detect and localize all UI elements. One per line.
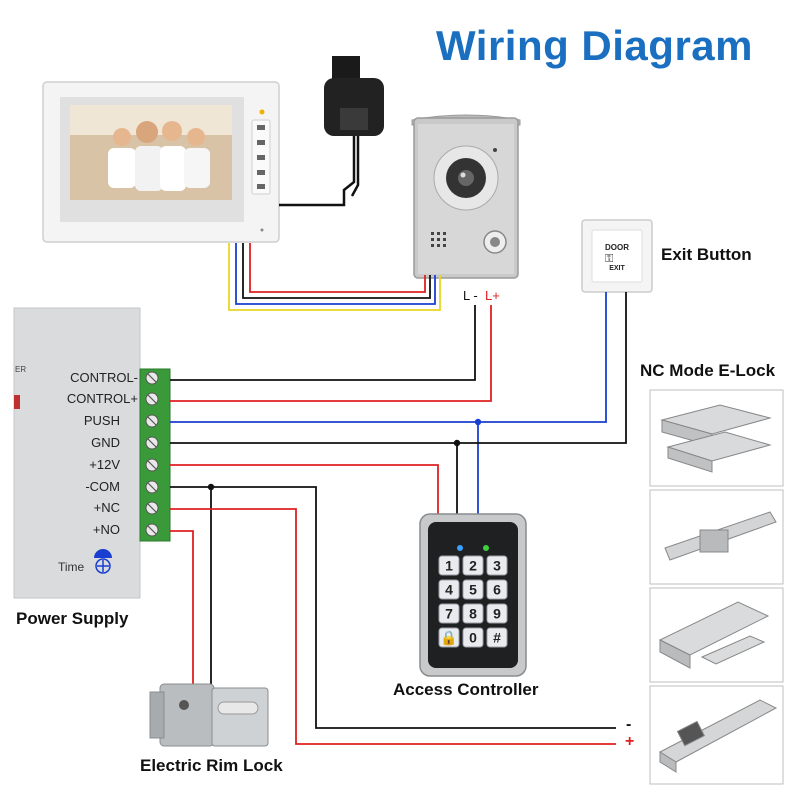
terminal-label: -COM bbox=[85, 479, 120, 494]
keypad-key bbox=[486, 603, 508, 624]
keypad-key bbox=[438, 555, 460, 576]
keypad-key bbox=[438, 603, 460, 624]
nc-elock-panels bbox=[649, 389, 784, 785]
terminal-label: CONTROL+ bbox=[66, 391, 138, 406]
keypad-key bbox=[462, 603, 484, 624]
keypad-key-label: 3 bbox=[493, 558, 501, 574]
camera-terminal-l-minus: L - bbox=[463, 288, 478, 303]
nc-mode-elock-label: NC Mode E-Lock bbox=[640, 361, 776, 380]
keypad-key-label: 2 bbox=[469, 558, 477, 574]
monitor-camera-cable bbox=[228, 243, 441, 311]
electric-rim-lock-label: Electric Rim Lock bbox=[140, 756, 283, 775]
power-supply-wires bbox=[170, 292, 627, 745]
terminal-label: GND bbox=[91, 435, 120, 450]
wire-junctions bbox=[207, 418, 482, 491]
keypad-key bbox=[438, 627, 460, 648]
keypad-key bbox=[462, 627, 484, 648]
access-controller-label: Access Controller bbox=[393, 680, 539, 699]
terminal-label: +NO bbox=[92, 522, 120, 537]
keypad-key-label: 8 bbox=[469, 606, 477, 622]
keypad-key bbox=[462, 555, 484, 576]
electric-rim-lock-device bbox=[149, 683, 269, 747]
terminal-label: +12V bbox=[89, 457, 120, 472]
key-icon: ⚿ bbox=[605, 253, 614, 265]
keypad-key bbox=[462, 579, 484, 600]
exit-button-door-text: DOOR bbox=[605, 243, 629, 252]
power-adapter bbox=[279, 56, 384, 207]
terminal-label: +NC bbox=[93, 500, 120, 515]
exit-button-device bbox=[581, 219, 653, 293]
keypad-key-label: 0 bbox=[469, 630, 477, 646]
power-supply-time-label: Time bbox=[58, 560, 85, 574]
power-supply-side-text: ER bbox=[15, 365, 27, 374]
power-supply-box bbox=[13, 307, 171, 599]
keypad-key bbox=[486, 627, 508, 648]
keypad-key-label: 4 bbox=[445, 582, 453, 598]
page-title: Wiring Diagram bbox=[436, 22, 753, 69]
keypad-key-label: 9 bbox=[493, 606, 501, 622]
exit-button-exit-text: EXIT bbox=[609, 265, 625, 272]
keypad-key bbox=[486, 555, 508, 576]
exit-button-label: Exit Button bbox=[661, 245, 752, 264]
terminal-label: CONTROL- bbox=[70, 370, 138, 385]
camera-terminal-l-plus: L+ bbox=[485, 288, 500, 303]
keypad-key-label: 6 bbox=[493, 582, 501, 598]
keypad-key-label: 1 bbox=[445, 558, 453, 574]
keypad-key-label: 7 bbox=[445, 606, 453, 622]
outdoor-camera bbox=[411, 114, 521, 279]
keypad-key bbox=[438, 579, 460, 600]
keypad-key bbox=[486, 579, 508, 600]
keypad-key-label: 🔒 bbox=[440, 630, 457, 647]
indoor-monitor bbox=[42, 81, 280, 243]
terminal-label: PUSH bbox=[83, 413, 120, 428]
elock-minus-label: - bbox=[626, 716, 632, 733]
keypad-key-label: 5 bbox=[469, 582, 477, 598]
keypad-key-label: # bbox=[493, 630, 501, 646]
elock-plus-label: + bbox=[625, 733, 635, 750]
power-supply-label: Power Supply bbox=[16, 609, 129, 628]
